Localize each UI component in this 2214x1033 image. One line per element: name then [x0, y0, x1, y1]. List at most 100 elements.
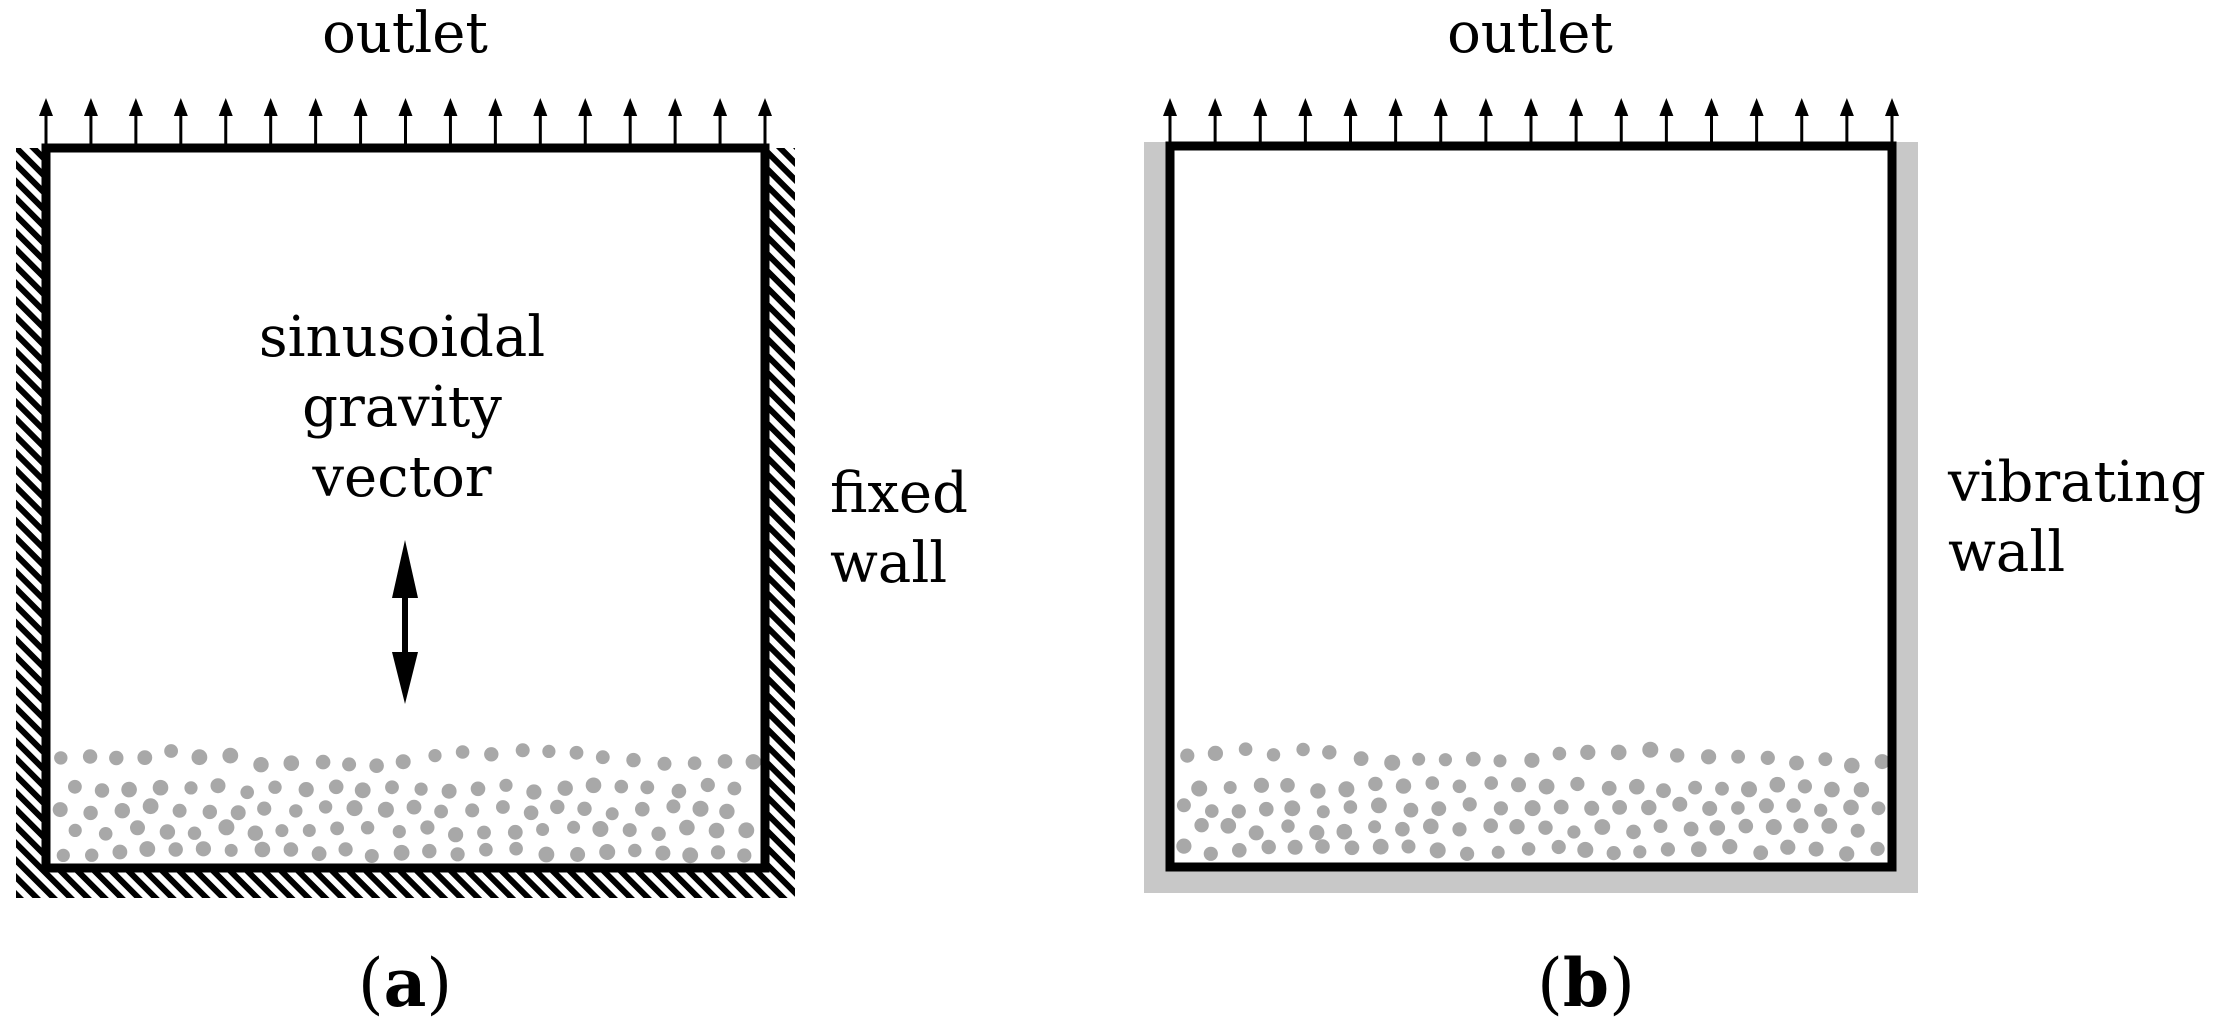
up-arrow-icon	[578, 98, 593, 116]
bed-a-particle	[614, 779, 629, 794]
up-arrow-icon	[1298, 98, 1313, 116]
bed-b-particle	[1701, 749, 1717, 765]
caption-b-close: )	[1609, 945, 1635, 1022]
bed-a-particle	[247, 825, 263, 841]
bed-a-particle	[507, 824, 523, 840]
bed-b-particle	[1538, 820, 1553, 835]
bed-a-particle	[164, 744, 179, 758]
bed-b-particle	[1322, 745, 1337, 760]
caption-a: (a)	[358, 944, 452, 1022]
bed-b-particle	[1180, 748, 1195, 763]
bed-b-particle	[1731, 749, 1745, 764]
bed-b-particle	[1465, 751, 1481, 767]
bed-b-particle	[1715, 781, 1729, 796]
bed-b-particle	[1612, 800, 1627, 815]
bed-b-particle	[1232, 843, 1247, 858]
bed-a-particle	[395, 754, 411, 770]
bed-a-particle	[434, 804, 448, 819]
bed-a-particle	[342, 757, 357, 772]
bed-a-particle	[679, 819, 695, 836]
up-arrow-icon	[398, 98, 413, 116]
bed-b-particle	[1462, 797, 1477, 812]
bed-b-particle	[1567, 825, 1581, 839]
bed-b-particle	[1789, 755, 1804, 771]
bed-a-particle	[557, 780, 573, 796]
up-arrow-icon	[758, 98, 772, 116]
bed-a-particle	[202, 804, 217, 820]
bed-b-particle	[1606, 846, 1621, 861]
bed-b-particle	[1824, 781, 1840, 798]
up-arrow-icon	[128, 98, 143, 116]
up-arrow-icon	[1839, 98, 1854, 116]
bed-a-particle	[112, 844, 128, 860]
bed-b-particle	[1452, 822, 1467, 837]
bed-a-particle	[719, 803, 735, 820]
bed-b-particle	[1281, 819, 1295, 833]
up-arrow-icon	[488, 98, 503, 116]
up-arrow-icon	[1253, 98, 1268, 116]
bed-a-particle	[289, 804, 303, 818]
bed-a-particle	[187, 826, 202, 840]
bed-b-particle	[1491, 845, 1505, 859]
bed-b-particle	[1821, 818, 1838, 834]
bed-a-particle	[422, 843, 437, 859]
bed-b-particle	[1484, 776, 1498, 790]
bed-a-particle	[224, 843, 238, 857]
bed-a-particle	[56, 848, 70, 863]
bed-b-particle	[1238, 742, 1253, 756]
up-arrow-icon	[39, 98, 53, 116]
bed-a-particle	[538, 846, 555, 863]
bed-b-particle	[1284, 800, 1301, 817]
bed-b-particle	[1315, 839, 1330, 854]
bed-a-particle	[330, 821, 344, 836]
bed-b-particle	[1601, 780, 1617, 796]
bed-b-particle	[1509, 819, 1525, 835]
bed-a-particle	[98, 827, 113, 841]
bed-a-particle	[137, 750, 153, 765]
caption-a-letter: a	[384, 944, 427, 1022]
bed-a-particle	[257, 801, 272, 816]
bed-a-particle	[651, 826, 666, 841]
bed-a-particle	[82, 749, 98, 764]
bed-b-particle	[1253, 777, 1269, 793]
bed-b-particle	[1839, 846, 1855, 862]
bed-a-particle	[114, 803, 130, 819]
bed-b-particle	[1176, 798, 1191, 813]
bed-a-particle	[666, 799, 681, 814]
bed-b-particle	[1653, 819, 1668, 833]
up-arrow-icon	[1433, 98, 1448, 116]
bed-a-particle	[523, 805, 539, 821]
panel-a: outlet sinusoidal gravity vector fixed w…	[16, 1, 968, 1022]
bed-a-particle	[298, 782, 314, 798]
bed-a-particle	[441, 783, 457, 799]
bed-b-particle	[1642, 741, 1659, 758]
bed-a-particle	[302, 824, 316, 837]
outlet-label-a: outlet	[322, 1, 488, 66]
bed-b-particle	[1808, 841, 1824, 857]
bed-b-particle	[1672, 796, 1688, 812]
bed-b-particle	[1395, 821, 1410, 837]
bed-a-particle	[671, 783, 687, 799]
gravity-label-line-1: sinusoidal	[259, 305, 545, 370]
bed-a-particle	[393, 844, 410, 861]
bed-a-particle	[687, 756, 702, 770]
up-arrow-icon	[353, 98, 368, 116]
bed-b-particle	[1493, 801, 1508, 816]
bed-b-particle	[1261, 839, 1276, 855]
bed-b-particle	[1818, 752, 1833, 767]
bed-a-particle	[585, 777, 602, 794]
bed-a-particle	[450, 847, 465, 862]
bed-b-particle	[1850, 823, 1865, 838]
bed-a-particle	[369, 758, 384, 773]
bed-b-particle	[1412, 752, 1426, 766]
fixed-wall-right	[765, 148, 795, 898]
bed-a-particle	[727, 781, 742, 796]
up-arrow-icon	[263, 98, 278, 116]
bed-a-particle	[268, 780, 282, 794]
bed-a-particle	[470, 781, 486, 797]
bed-b-particle	[1220, 818, 1237, 834]
bed-a-particle	[465, 803, 480, 818]
bed-b-particle	[1248, 825, 1264, 841]
up-arrow-icon	[623, 98, 638, 116]
bed-b-particle	[1395, 778, 1412, 794]
